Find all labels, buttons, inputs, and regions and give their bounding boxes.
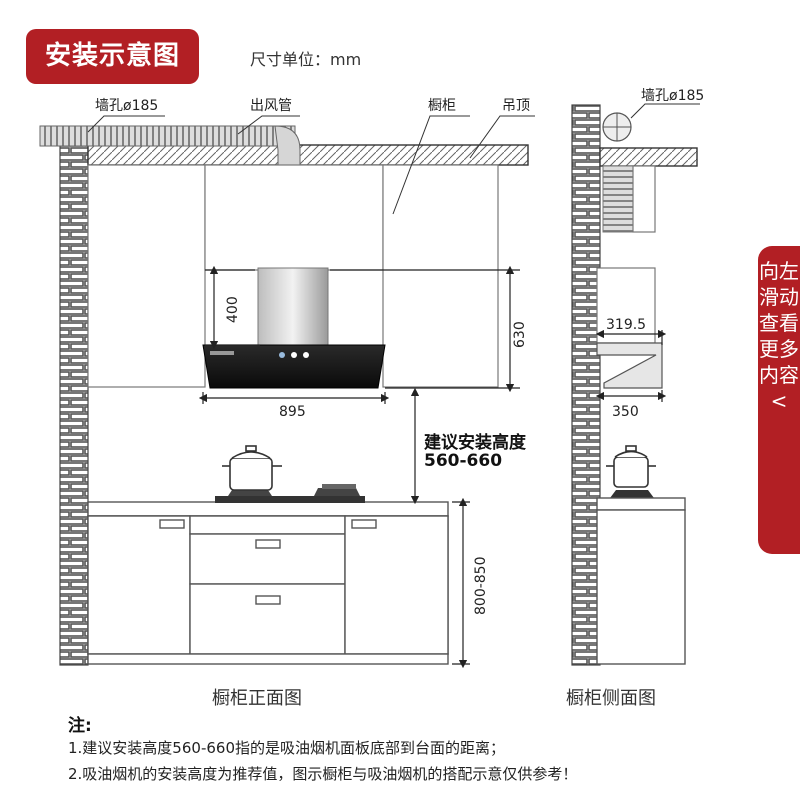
hood-logo-mark	[210, 351, 234, 355]
unit-label: 尺寸单位：mm	[250, 50, 362, 69]
dim-cabinet-gap: 630	[512, 321, 528, 348]
install-height-value: 560-660	[424, 451, 503, 471]
hood-panel	[202, 344, 386, 389]
hood-button	[291, 352, 297, 358]
note-item-2: 2.吸油烟机的安装高度为推荐值，图示橱柜与吸油烟机的搭配示意仅供参考！	[68, 765, 578, 783]
gas-stove	[215, 484, 365, 503]
side-duct	[602, 165, 634, 233]
label-wall-hole-front: 墙孔ø185	[95, 98, 158, 114]
note-item-1: 1.建议安装高度560-660指的是吸油烟机面板底部到台面的距离；	[68, 739, 505, 757]
cooking-pot	[222, 445, 282, 491]
title-badge: 安装示意图	[26, 29, 199, 84]
install-height-label: 建议安装高度	[424, 433, 526, 453]
label-cabinet: 橱柜	[428, 98, 456, 114]
label-wall-hole-side: 墙孔ø185	[641, 88, 704, 104]
upper-cabinets	[87, 164, 499, 388]
wall-duct	[39, 125, 296, 147]
side-view: 墙孔ø185 319.5 350	[571, 88, 704, 666]
dim-hood-width: 895	[279, 404, 306, 420]
dim-hood-height: 400	[225, 296, 241, 323]
side-brick-wall	[571, 104, 601, 666]
label-ceiling: 吊顶	[502, 98, 530, 114]
caption-front: 橱柜正面图	[212, 688, 302, 709]
swipe-left-tab[interactable]: 向左滑动查看更多内容 <	[758, 246, 800, 554]
dim-side-depth: 319.5	[606, 317, 646, 333]
label-duct: 出风管	[250, 98, 292, 114]
swipe-left-label: 向左滑动查看更多内容 <	[759, 259, 799, 413]
caption-side: 橱柜侧面图	[566, 688, 656, 709]
hood-button	[279, 352, 285, 358]
dim-side-width: 350	[612, 404, 639, 420]
side-base-cabinet	[596, 497, 686, 511]
hood-chimney	[257, 267, 329, 349]
side-hood-profile	[596, 342, 663, 389]
front-ceiling-slab	[87, 144, 529, 166]
side-pot	[606, 445, 656, 488]
dim-counter-height: 800-850	[473, 557, 489, 616]
side-upper-cabinet	[632, 165, 656, 233]
front-view: 墙孔ø185 出风管 橱柜 吊顶 400 895 630 800-850	[39, 98, 535, 669]
side-ceiling-slab	[599, 147, 698, 167]
duct-elbow	[274, 125, 301, 171]
side-base-body	[596, 509, 686, 665]
hood-button	[303, 352, 309, 358]
base-cabinet	[87, 501, 449, 665]
front-brick-wall	[59, 144, 89, 666]
notes-title: 注:	[68, 716, 92, 736]
